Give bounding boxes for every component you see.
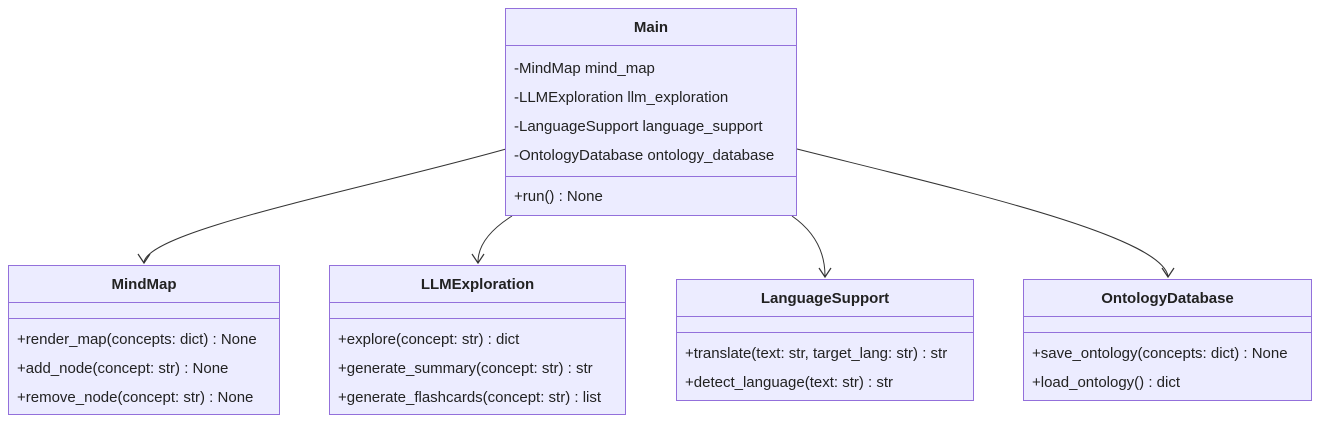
class-attributes xyxy=(1024,317,1311,333)
method: +detect_language(text: str) : str xyxy=(685,374,894,391)
edge-main-to-mindmap xyxy=(143,148,507,263)
edge-main-to-ontologydatabase xyxy=(796,148,1169,277)
class-methods: +run() : None xyxy=(506,177,796,211)
attribute: -OntologyDatabase ontology_database xyxy=(514,147,775,164)
class-methods: +save_ontology(concepts: dict) : None +l… xyxy=(1024,333,1311,397)
class-mindmap: MindMap +render_map(concepts: dict) : No… xyxy=(8,265,280,415)
edge-main-to-languagesupport xyxy=(791,215,826,277)
arrowhead-mindmap xyxy=(137,253,151,265)
arrowhead-llm xyxy=(471,253,485,265)
method: +run() : None xyxy=(514,188,603,205)
attribute: -LanguageSupport language_support xyxy=(514,118,763,135)
arrowhead-ontologydatabase xyxy=(1161,267,1175,279)
class-methods: +render_map(concepts: dict) : None +add_… xyxy=(9,319,279,412)
class-title: MindMap xyxy=(9,266,279,303)
edge-main-to-llm xyxy=(477,215,513,263)
class-title: LanguageSupport xyxy=(677,280,973,317)
class-title: Main xyxy=(506,9,796,46)
method: +render_map(concepts: dict) : None xyxy=(17,331,257,348)
class-ontologydatabase: OntologyDatabase +save_ontology(concepts… xyxy=(1023,279,1312,401)
class-methods: +translate(text: str, target_lang: str) … xyxy=(677,333,973,397)
attribute: -LLMExploration llm_exploration xyxy=(514,89,729,106)
attribute: -MindMap mind_map xyxy=(514,60,655,77)
arrowhead-languagesupport xyxy=(818,267,832,279)
method: +generate_summary(concept: str) : str xyxy=(338,360,593,377)
class-languagesupport: LanguageSupport +translate(text: str, ta… xyxy=(676,279,974,401)
method: +translate(text: str, target_lang: str) … xyxy=(685,345,948,362)
class-main: Main -MindMap mind_map -LLMExploration l… xyxy=(505,8,797,216)
method: +generate_flashcards(concept: str) : lis… xyxy=(338,389,602,406)
method: +add_node(concept: str) : None xyxy=(17,360,229,377)
class-title: OntologyDatabase xyxy=(1024,280,1311,317)
class-attributes: -MindMap mind_map -LLMExploration llm_ex… xyxy=(506,46,796,177)
class-attributes xyxy=(9,303,279,319)
method: +explore(concept: str) : dict xyxy=(338,331,520,348)
method: +load_ontology() : dict xyxy=(1032,374,1181,391)
class-methods: +explore(concept: str) : dict +generate_… xyxy=(330,319,625,412)
method: +save_ontology(concepts: dict) : None xyxy=(1032,345,1288,362)
class-attributes xyxy=(330,303,625,319)
class-llmexploration: LLMExploration +explore(concept: str) : … xyxy=(329,265,626,415)
method: +remove_node(concept: str) : None xyxy=(17,389,254,406)
class-attributes xyxy=(677,317,973,333)
class-title: LLMExploration xyxy=(330,266,625,303)
